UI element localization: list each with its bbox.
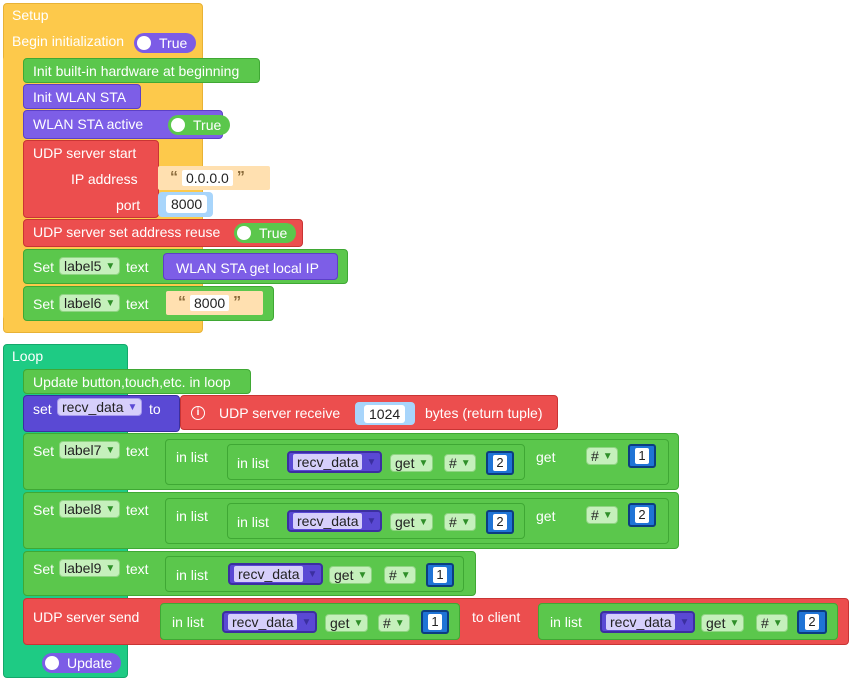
- toggle-knob-icon: [137, 36, 151, 50]
- toggle-knob-icon: [45, 656, 59, 670]
- close-quote-icon: ”: [236, 169, 245, 186]
- port-number-block[interactable]: 8000: [158, 192, 213, 217]
- info-icon[interactable]: i: [191, 406, 205, 420]
- label9-index[interactable]: 1: [426, 563, 454, 587]
- dropdown-arrow-icon: ▼: [307, 568, 318, 580]
- label9-dropdown[interactable]: label9▼: [59, 559, 121, 577]
- label7-recv-data-var[interactable]: recv_data▼: [287, 451, 383, 473]
- update-toggle[interactable]: Update: [42, 653, 122, 673]
- init-hardware-block[interactable]: Init built-in hardware at beginning: [23, 58, 260, 83]
- label8-index-2[interactable]: 2: [628, 503, 656, 527]
- dropdown-arrow-icon: ▼: [729, 617, 740, 629]
- label7-dropdown[interactable]: label7▼: [59, 441, 121, 459]
- label7-hash-dropdown-2[interactable]: #▼: [586, 447, 618, 465]
- dropdown-arrow-icon: ▼: [772, 617, 783, 629]
- client-recv-data-var[interactable]: recv_data▼: [600, 611, 696, 633]
- ip-address-value[interactable]: 0.0.0.0: [182, 170, 233, 186]
- setup-title: Setup: [12, 7, 49, 23]
- dropdown-arrow-icon: ▼: [105, 260, 116, 272]
- dropdown-arrow-icon: ▼: [301, 616, 312, 628]
- receive-bytes-value[interactable]: 1024: [364, 405, 406, 423]
- label7-get-dropdown-1[interactable]: get▼: [390, 454, 434, 472]
- label8-dropdown[interactable]: label8▼: [59, 500, 121, 518]
- port-value[interactable]: 8000: [166, 195, 208, 213]
- client-hash-dropdown[interactable]: #▼: [756, 614, 788, 632]
- dropdown-arrow-icon: ▼: [105, 503, 116, 515]
- dropdown-arrow-icon: ▼: [400, 569, 411, 581]
- open-quote-icon: “: [170, 169, 178, 186]
- send-hash-dropdown[interactable]: #▼: [378, 614, 410, 632]
- dropdown-arrow-icon: ▼: [127, 401, 138, 413]
- ip-address-string[interactable]: “ 0.0.0.0 ”: [158, 166, 270, 190]
- send-get-dropdown[interactable]: get▼: [325, 614, 369, 632]
- wlan-get-ip-block[interactable]: WLAN STA get local IP: [163, 253, 338, 280]
- close-quote-icon: ”: [233, 294, 242, 311]
- label9-get-dropdown[interactable]: get▼: [329, 566, 373, 584]
- begin-init-label: Begin initialization: [12, 33, 125, 49]
- dropdown-arrow-icon: ▼: [460, 516, 471, 528]
- toggle-knob-icon: [237, 226, 251, 240]
- label8-index-1[interactable]: 2: [486, 510, 514, 534]
- init-wlan-block[interactable]: Init WLAN STA: [23, 84, 141, 109]
- label9-recv-data-var[interactable]: recv_data▼: [228, 563, 324, 585]
- dropdown-arrow-icon: ▼: [353, 617, 364, 629]
- label6-dropdown[interactable]: label6▼: [59, 294, 121, 312]
- toggle-knob-icon: [171, 118, 185, 132]
- label6-string[interactable]: “ 8000 ”: [166, 291, 263, 315]
- dropdown-arrow-icon: ▼: [418, 516, 429, 528]
- dropdown-arrow-icon: ▼: [105, 297, 116, 309]
- dropdown-arrow-icon: ▼: [602, 450, 613, 462]
- begin-init-toggle[interactable]: True: [134, 33, 197, 53]
- open-quote-icon: “: [178, 294, 186, 311]
- label8-recv-data-var[interactable]: recv_data▼: [287, 510, 383, 532]
- receive-bytes-block[interactable]: 1024: [355, 402, 415, 425]
- dropdown-arrow-icon: ▼: [460, 457, 471, 469]
- dropdown-arrow-icon: ▼: [105, 562, 116, 574]
- wlan-active-toggle[interactable]: True: [168, 115, 231, 135]
- label7-index-2[interactable]: 1: [628, 444, 656, 468]
- label9-hash-dropdown[interactable]: #▼: [384, 566, 416, 584]
- label8-hash-dropdown-1[interactable]: #▼: [444, 513, 476, 531]
- udp-reuse-toggle[interactable]: True: [234, 223, 297, 243]
- label7-hash-dropdown-1[interactable]: #▼: [444, 454, 476, 472]
- label8-hash-dropdown-2[interactable]: #▼: [586, 506, 618, 524]
- label7-index-1[interactable]: 2: [486, 451, 514, 475]
- udp-start-block[interactable]: UDP server start IP address port: [23, 140, 159, 218]
- dropdown-arrow-icon: ▼: [366, 515, 377, 527]
- dropdown-arrow-icon: ▼: [418, 457, 429, 469]
- client-get-dropdown[interactable]: get▼: [701, 614, 745, 632]
- dropdown-arrow-icon: ▼: [105, 444, 116, 456]
- dropdown-arrow-icon: ▼: [394, 617, 405, 629]
- loop-title: Loop: [12, 348, 44, 364]
- label5-dropdown[interactable]: label5▼: [59, 257, 121, 275]
- send-index[interactable]: 1: [421, 610, 449, 634]
- dropdown-arrow-icon: ▼: [366, 456, 377, 468]
- label8-get-dropdown-1[interactable]: get▼: [390, 513, 434, 531]
- send-recv-data-var[interactable]: recv_data▼: [222, 611, 318, 633]
- recv-data-var-dropdown[interactable]: recv_data▼: [57, 398, 143, 416]
- dropdown-arrow-icon: ▼: [602, 509, 613, 521]
- dropdown-arrow-icon: ▼: [357, 569, 368, 581]
- label6-string-value[interactable]: 8000: [190, 295, 230, 311]
- client-index[interactable]: 2: [797, 610, 827, 634]
- update-loop-block[interactable]: Update button,touch,etc. in loop: [23, 369, 251, 394]
- dropdown-arrow-icon: ▼: [679, 616, 690, 628]
- wlan-active-block[interactable]: WLAN STA active: [23, 110, 223, 139]
